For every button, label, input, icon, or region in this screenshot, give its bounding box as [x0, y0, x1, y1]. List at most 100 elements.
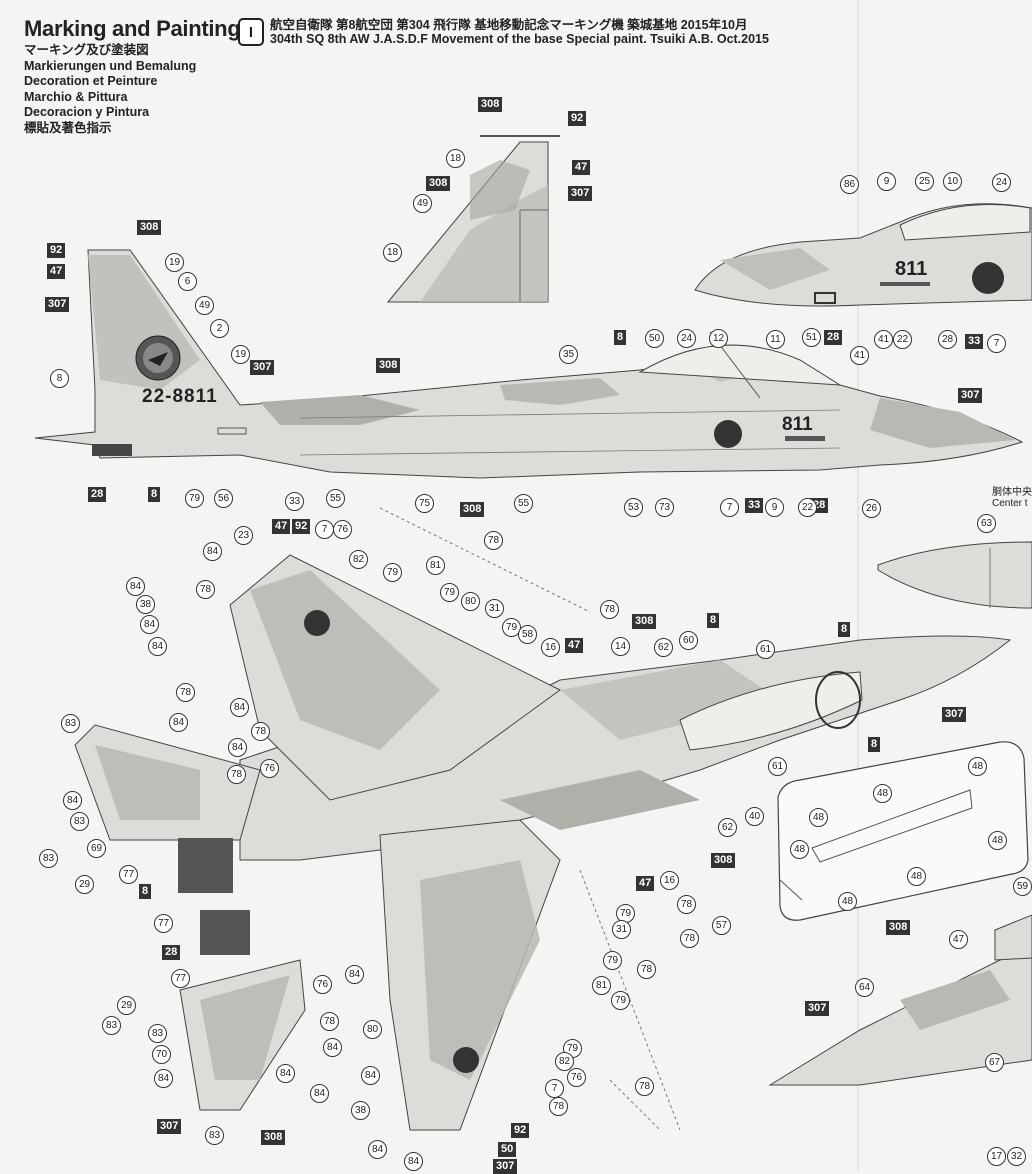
decal-number-callout: 7	[315, 520, 334, 539]
paint-code-box: 92	[511, 1123, 530, 1138]
decal-number-callout: 83	[61, 714, 80, 733]
paint-code-box: 8	[614, 330, 627, 345]
decal-number-callout: 79	[616, 904, 635, 923]
vertical-tail-detail	[386, 135, 560, 303]
paint-code-box: 308	[711, 853, 736, 868]
decal-number-callout: 18	[446, 149, 465, 168]
decal-number-callout: 78	[196, 580, 215, 599]
page-title: Marking and Painting	[24, 16, 241, 41]
decal-number-callout: 60	[679, 631, 698, 650]
decal-number-callout: 51	[802, 328, 821, 347]
decal-number-callout: 78	[251, 722, 270, 741]
decal-number-callout: 79	[611, 991, 630, 1010]
paint-code-box: 33	[745, 498, 764, 513]
decal-number-callout: 86	[840, 175, 859, 194]
decal-number-callout: 84	[148, 637, 167, 656]
decal-number-callout: 84	[345, 965, 364, 984]
decal-number-callout: 76	[313, 975, 332, 994]
decal-number-callout: 78	[176, 683, 195, 702]
paint-code-box: 8	[148, 487, 161, 502]
nose-detail-view	[694, 203, 1032, 307]
decal-number-callout: 8	[50, 369, 69, 388]
paint-code-box: 28	[88, 487, 107, 502]
paint-code-box: 308	[460, 502, 485, 517]
scheme-title-jp: 航空自衛隊 第8航空団 第304 飛行隊 基地移動記念マーキング機 築城基地 2…	[270, 18, 748, 32]
decal-number-callout: 83	[205, 1126, 224, 1145]
paint-code-box: 308	[632, 614, 657, 629]
paint-code-box: 307	[805, 1001, 830, 1016]
decal-number-callout: 76	[260, 759, 279, 778]
paint-code-box: 8	[707, 613, 720, 628]
decal-number-callout: 79	[383, 563, 402, 582]
decal-number-callout: 19	[231, 345, 250, 364]
decal-number-callout: 75	[415, 494, 434, 513]
decal-number-callout: 31	[612, 920, 631, 939]
decal-number-callout: 84	[126, 577, 145, 596]
paint-code-box: 308	[137, 220, 162, 235]
decal-number-callout: 59	[1013, 877, 1032, 896]
nose-serial-detail: 811	[895, 258, 928, 280]
decal-number-callout: 7	[545, 1079, 564, 1098]
decal-number-callout: 70	[152, 1045, 171, 1064]
paint-code-box: 307	[568, 186, 593, 201]
center-tank-detail	[877, 541, 1032, 609]
decal-number-callout: 83	[70, 812, 89, 831]
decal-number-callout: 58	[518, 625, 537, 644]
decal-number-callout: 61	[768, 757, 787, 776]
paint-code-box: 307	[493, 1159, 518, 1174]
decal-number-callout: 14	[611, 637, 630, 656]
decal-number-callout: 29	[75, 875, 94, 894]
decal-number-callout: 9	[877, 172, 896, 191]
decal-number-callout: 38	[351, 1101, 370, 1120]
decal-number-callout: 78	[549, 1097, 568, 1116]
title-de: Markierungen und Bemalung	[24, 58, 197, 73]
decal-number-callout: 31	[485, 599, 504, 618]
decal-number-callout: 50	[645, 329, 664, 348]
decal-number-callout: 2	[210, 319, 229, 338]
decal-number-callout: 78	[484, 531, 503, 550]
decal-number-callout: 84	[310, 1084, 329, 1103]
paint-code-box: 308	[478, 97, 503, 112]
decal-number-callout: 78	[227, 765, 246, 784]
decal-number-callout: 73	[655, 498, 674, 517]
decal-number-callout: 33	[285, 492, 304, 511]
tail-serial: 22-8811	[142, 386, 218, 407]
decal-number-callout: 81	[426, 556, 445, 575]
title-cn: 標貼及著色指示	[24, 120, 112, 135]
scheme-banner: I 航空自衛隊 第8航空団 第304 飛行隊 基地移動記念マーキング機 築城基地…	[238, 18, 769, 46]
decal-number-callout: 29	[117, 996, 136, 1015]
title-fr: Decoration et Peinture	[24, 74, 158, 88]
decal-number-callout: 48	[968, 757, 987, 776]
decal-number-callout: 22	[893, 330, 912, 349]
decal-number-callout: 48	[838, 892, 857, 911]
paint-code-box: 28	[824, 330, 843, 345]
decal-number-callout: 84	[228, 738, 247, 757]
paint-code-box: 47	[565, 638, 584, 653]
decal-number-callout: 84	[368, 1140, 387, 1159]
decal-number-callout: 26	[862, 499, 881, 518]
title-es: Decoracion y Pintura	[24, 105, 150, 119]
decal-number-callout: 16	[660, 871, 679, 890]
decal-number-callout: 77	[119, 865, 138, 884]
paint-code-box: 92	[292, 519, 311, 534]
decal-number-callout: 55	[514, 494, 533, 513]
decal-number-callout: 48	[809, 808, 828, 827]
decal-number-callout: 17	[987, 1147, 1006, 1166]
decal-number-callout: 78	[677, 895, 696, 914]
paint-code-box: 308	[261, 1130, 286, 1145]
decal-number-callout: 83	[102, 1016, 121, 1035]
paint-code-box: 308	[426, 176, 451, 191]
decal-number-callout: 56	[214, 489, 233, 508]
paint-code-box: 307	[250, 360, 275, 375]
decal-number-callout: 47	[949, 930, 968, 949]
decal-number-callout: 48	[988, 831, 1007, 850]
decal-number-callout: 48	[873, 784, 892, 803]
paint-code-box: 47	[47, 264, 66, 279]
decal-number-callout: 62	[654, 638, 673, 657]
title-translations: マーキング及び塗装図 Markierungen und Bemalung Dec…	[24, 43, 196, 136]
paint-code-box: 307	[45, 297, 70, 312]
decal-number-callout: 76	[567, 1068, 586, 1087]
decal-number-callout: 32	[1007, 1147, 1026, 1166]
decal-number-callout: 82	[555, 1052, 574, 1071]
decal-number-callout: 79	[185, 489, 204, 508]
